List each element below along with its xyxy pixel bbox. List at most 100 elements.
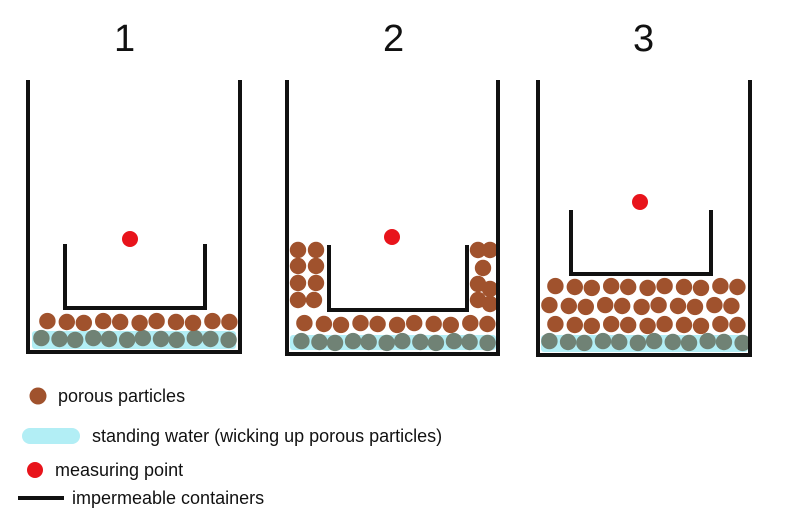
panel-3-wet-particle [680, 334, 698, 352]
panel-2-outer-container [285, 80, 500, 356]
panel-3-porous-particle [541, 296, 558, 314]
panel-3-porous-particle [597, 296, 614, 314]
panel-3-wet-particle [611, 333, 628, 351]
legend-measuring-point: measuring point [0, 458, 300, 482]
panel-3-porous-particle [729, 278, 746, 296]
panel-2-porous-particle [315, 315, 333, 333]
panel-1-porous-particle [204, 312, 221, 330]
panel-2-wet-particle [378, 334, 395, 352]
panel-3-porous-particle [566, 316, 583, 334]
panel-2-porous-particle [307, 274, 325, 292]
panel-3-wet-particle [559, 333, 577, 351]
panel-1-wet-particle [168, 331, 185, 349]
panel-1-porous-particle [148, 312, 165, 330]
panel-2-wet-particle [394, 332, 411, 350]
panel-1-outer-container [26, 80, 242, 354]
panel-1-wet-particle [202, 330, 219, 348]
panel-1-wet-particle [186, 329, 203, 347]
panel-3-porous-particle [656, 315, 673, 333]
panel-3-wet-particle [715, 333, 733, 351]
panel-3-porous-particle [583, 317, 600, 335]
panel-1-wet-particle [67, 331, 84, 349]
panel-2-wet-particle [344, 332, 362, 350]
panel-2-porous-particle [462, 314, 479, 332]
panel-3-porous-particle [706, 296, 723, 314]
panel-3-porous-particle [566, 278, 583, 296]
panel-1-wet-particle [51, 330, 68, 348]
panel-2-porous-particle [307, 257, 325, 275]
panel-2-inner-container [327, 245, 469, 312]
panel-2-porous-particle [369, 315, 386, 333]
panel-2-porous-particle [481, 295, 499, 313]
panel-3-porous-particle [712, 315, 729, 333]
panel-2-porous-particle [481, 241, 499, 259]
panel-3-porous-particle [603, 277, 620, 295]
panel-2-porous-particle [332, 316, 350, 334]
panel-2-porous-particle [289, 241, 307, 259]
panel-3-porous-particle [583, 279, 600, 297]
panel-2-porous-particle [352, 314, 369, 332]
panel-3-porous-particle [675, 316, 693, 334]
panel-2-porous-particle [442, 316, 459, 334]
panel-2-wet-particle [412, 333, 429, 351]
panel-3-porous-particle [656, 277, 673, 295]
panel-3-porous-particle [692, 317, 710, 335]
panel-2-wet-particle [293, 332, 310, 350]
panel-2-porous-particle [481, 280, 499, 298]
panel-3-porous-particle [603, 315, 620, 333]
standing-water-swatch-icon [22, 428, 80, 444]
panel-2-porous-particle [305, 291, 323, 309]
panel-1-wet-particle [100, 330, 118, 348]
panel-3-porous-particle [723, 297, 740, 315]
panel-2-porous-particle [307, 241, 325, 259]
panel-3-porous-particle [620, 278, 637, 296]
panel-2-wet-particle [461, 333, 478, 351]
panel-2-number: 2 [383, 18, 405, 60]
panel-2-porous-particle [289, 274, 307, 292]
panel-3-porous-particle [669, 297, 687, 315]
legend-measuring-point-label: measuring point [55, 460, 184, 480]
panel-1-number: 1 [114, 18, 136, 60]
panel-2-porous-particle [474, 259, 492, 277]
panel-3-porous-particle [560, 297, 577, 315]
panel-3-porous-particle [620, 316, 637, 334]
panel-3-porous-particle [577, 298, 594, 316]
panel-3-porous-particle [614, 297, 631, 315]
container-line-swatch-icon [18, 496, 64, 500]
panel-1-measuring-point [122, 231, 138, 247]
panel-1-wet-particle [118, 331, 136, 349]
panel-2-wet-particle [479, 334, 496, 352]
legend-standing-water-label: standing water (wicking up porous partic… [92, 426, 443, 446]
panel-1-wet-particle [220, 331, 237, 349]
panel-3-number: 3 [633, 18, 655, 60]
panel-1-porous-particle [167, 313, 185, 331]
panel-2-porous-particle [406, 314, 423, 332]
panel-2-porous-particle [388, 316, 406, 334]
panel-3-porous-particle [675, 278, 693, 296]
panel-1-porous-particle [39, 312, 56, 330]
panel-3-wet-particle [594, 332, 612, 350]
panel-3-wet-particle [541, 332, 558, 350]
panel-1-porous-particle [112, 313, 129, 331]
panel-3-wet-particle [664, 333, 681, 351]
legend-porous-particles-label: porous particles [58, 386, 186, 406]
panel-2-porous-particle [469, 241, 487, 259]
panel-3-porous-particle [686, 298, 704, 316]
panel-1-porous-particle [221, 313, 238, 331]
panel-2-wet-particle [445, 332, 463, 350]
panel-2-measuring-point [384, 229, 400, 245]
panel-1-porous-particle [95, 312, 112, 330]
panel-2-wet-particle [326, 334, 344, 352]
legend-standing-water: standing water (wicking up porous partic… [0, 424, 560, 448]
panel-2-wet-particle [360, 333, 377, 351]
panel-2-porous-particle [296, 314, 313, 332]
panel-1-wet-particle [134, 329, 152, 347]
panel-3-porous-particle [639, 279, 656, 297]
panel-1-porous-particle [131, 314, 148, 332]
measuring-point-swatch-icon [27, 462, 43, 478]
legend-impermeable-containers-label: impermeable containers [72, 488, 265, 508]
panel-3-porous-particle [547, 277, 564, 295]
panel-3-porous-particle [650, 296, 667, 314]
panel-1-porous-particle [75, 314, 93, 332]
